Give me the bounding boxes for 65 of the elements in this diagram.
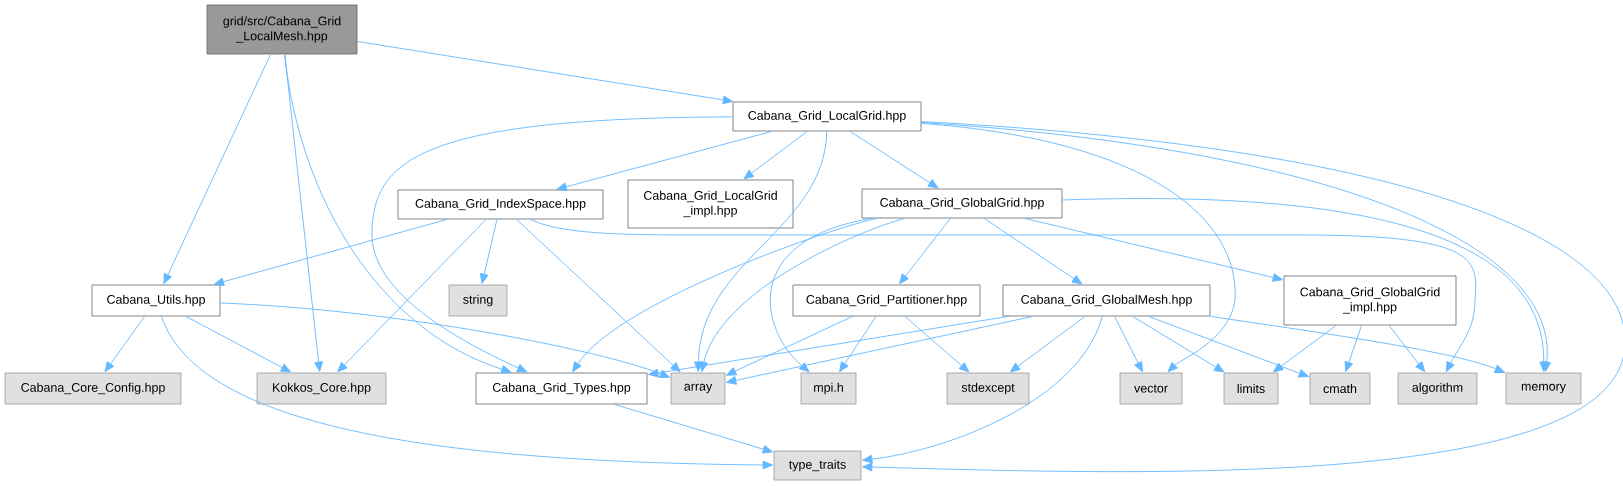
arrow — [726, 315, 853, 376]
arrow — [862, 315, 1103, 464]
arrow — [1009, 315, 1086, 373]
file-box: Cabana_Grid_LocalGrid _impl.hpp — [627, 179, 794, 229]
arrow — [556, 130, 773, 192]
arrow — [1148, 315, 1309, 378]
file-box: Cabana_Grid_GlobalGrid.hpp — [861, 188, 1063, 219]
file-box: Cabana_Grid_Types.hpp — [475, 372, 648, 405]
arrow — [1209, 315, 1505, 373]
arrow — [284, 53, 512, 374]
file-box: cmath — [1309, 372, 1371, 405]
arrow — [1114, 315, 1143, 372]
arrow — [337, 218, 487, 373]
file-box: limits — [1223, 372, 1279, 405]
arrow — [530, 218, 1477, 372]
arrow — [1132, 315, 1225, 373]
file-box: Cabana_Utils.hpp — [91, 284, 221, 317]
arrow — [160, 315, 773, 470]
file-box: mpi.h — [800, 372, 857, 405]
arrow — [726, 315, 1034, 385]
arrow — [219, 302, 670, 378]
arrow — [862, 121, 1623, 473]
arrow — [648, 315, 1009, 378]
file-box: Cabana_Grid_GlobalMesh.hpp — [1002, 284, 1211, 317]
arrow — [920, 122, 1551, 372]
file-box: Cabana_Grid_Partitioner.hpp — [792, 284, 981, 317]
arrow — [1273, 324, 1337, 373]
arrow — [1024, 217, 1283, 282]
file-box: Kokkos_Core.hpp — [256, 372, 387, 405]
file-box: algorithm — [1397, 372, 1478, 405]
file-box: Cabana_Core_Config.hpp — [4, 372, 182, 405]
arrow — [213, 218, 448, 286]
file-box: Cabana_Grid_LocalGrid.hpp — [732, 101, 922, 132]
arrow — [839, 315, 877, 373]
file-box: Cabana_Grid_GlobalGrid _impl.hpp — [1283, 275, 1457, 326]
file-box: type_traits — [773, 450, 862, 481]
arrow — [479, 218, 498, 284]
file-box: Cabana_Grid_IndexSpace.hpp — [397, 189, 604, 220]
arrow — [104, 315, 146, 373]
arrow — [371, 116, 734, 373]
arrow — [356, 41, 733, 105]
arrow — [694, 130, 828, 372]
arrow — [1388, 324, 1426, 373]
arrow — [899, 217, 951, 285]
arrow — [1061, 198, 1549, 372]
file-box: array — [670, 372, 726, 405]
arrow — [516, 218, 681, 373]
file-box: vector — [1119, 372, 1183, 405]
arrow — [163, 53, 271, 284]
arrow — [613, 403, 773, 454]
arrow — [904, 315, 970, 373]
arrow — [983, 217, 1083, 285]
file-box: string — [448, 284, 508, 317]
arrow — [849, 130, 939, 189]
arrow — [185, 315, 292, 373]
file-box: memory — [1505, 372, 1582, 405]
arrow — [699, 217, 906, 372]
arrow — [284, 53, 323, 372]
file-box: grid/src/Cabana_Grid _LocalMesh.hpp — [206, 4, 358, 55]
arrow — [769, 217, 872, 373]
arrow — [920, 122, 1236, 373]
arrow — [572, 217, 878, 373]
arrow — [1344, 324, 1362, 372]
file-box: stdexcept — [946, 372, 1030, 405]
arrow — [743, 130, 808, 180]
